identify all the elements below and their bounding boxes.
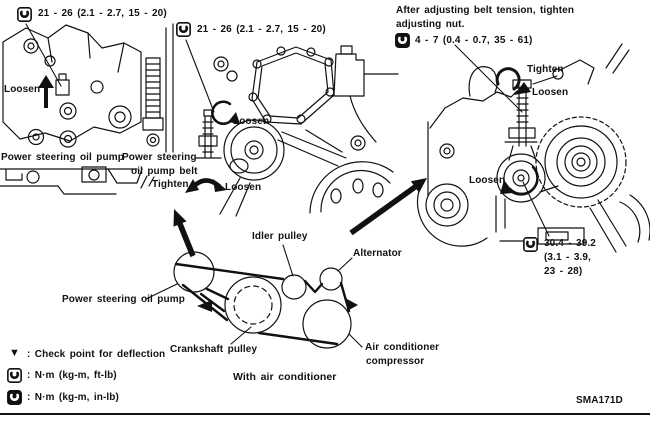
figure-code: SMA171D	[576, 395, 623, 406]
pump-belt-label-line1: Power steering	[122, 152, 197, 163]
middle-loosen-arrow	[211, 100, 235, 125]
left-loosen-arrow	[38, 75, 54, 108]
torque-wrench-ftlb-icon	[17, 7, 32, 22]
middle-view-art	[185, 39, 399, 217]
left-view-art	[0, 23, 174, 195]
idler-loosen-arrow	[508, 165, 539, 196]
ac-compressor-label-line1: Air conditioner	[365, 342, 440, 353]
adjust-note-line2: adjusting nut.	[396, 19, 465, 30]
alternator-pulley	[535, 116, 627, 208]
ac-compressor-label-line2: compressor	[366, 356, 425, 367]
middle-loosen-label: Loosen	[233, 116, 270, 127]
torque-wrench-inlb-icon	[7, 390, 22, 405]
belt-lines	[174, 262, 351, 346]
torque-wrench-ftlb-icon	[523, 237, 538, 252]
pump-pulley	[223, 119, 285, 181]
right-view-art	[416, 43, 650, 253]
deflection-check-point-left	[197, 300, 212, 312]
legend-ftlb: : N·m (kg-m, ft-lb)	[27, 370, 117, 381]
crankshaft-pulley-label: Crankshaft pulley	[170, 344, 258, 355]
left-torque-spec: 21 - 26 (2.1 - 2.7, 15 - 20)	[38, 8, 167, 19]
belt-schematic-art	[145, 244, 363, 349]
idler-torque-spec-line3: 23 - 28)	[544, 266, 583, 277]
torque-wrench-ftlb-icon	[7, 368, 22, 383]
right-crank-pulley	[416, 183, 488, 247]
left-tighten-label: Tighten	[152, 179, 189, 190]
check-point-triangle-icon: ▼	[9, 347, 20, 359]
ac-label-leader	[348, 333, 363, 348]
alternator-circle	[319, 267, 343, 291]
power-steering-pump-circle	[173, 251, 215, 293]
right-tighten-label: Tighten	[527, 64, 564, 75]
left-loosen-label: Loosen	[4, 84, 41, 95]
crank-label-leader	[230, 326, 252, 345]
left-belt-loosen-label: Loosen	[225, 182, 262, 193]
reservoir	[333, 53, 365, 97]
legend-check-point: : Check point for deflection	[27, 349, 166, 360]
alternator-label-leader	[337, 257, 353, 272]
schematic-pump-label: Power steering oil pump	[62, 294, 185, 305]
deflection-check-point-right	[347, 299, 358, 311]
crankshaft-pulley-circle	[224, 276, 282, 334]
alternator-label: Alternator	[353, 248, 402, 259]
idler-torque-spec-line2: (3.1 - 3.9,	[544, 252, 591, 263]
legend-inlb: : N·m (kg-m, in-lb)	[27, 392, 119, 403]
power-steering-pump-label: Power steering oil pump	[1, 152, 124, 163]
middle-torque-leader	[185, 39, 215, 113]
arrow-to-right-view	[349, 178, 427, 236]
right-idler-torque-leader	[522, 181, 550, 237]
arrow-to-middle-view	[173, 209, 196, 258]
idler-label-leader	[282, 244, 294, 277]
adjust-note-line1: After adjusting belt tension, tighten	[396, 5, 575, 16]
left-adjusting-bolt	[55, 73, 70, 96]
torque-wrench-inlb-icon	[395, 33, 410, 48]
schematic-caption: With air conditioner	[233, 371, 337, 383]
left-torque-leader	[25, 23, 62, 87]
middle-torque-spec: 21 - 26 (2.1 - 2.7, 15 - 20)	[197, 24, 326, 35]
torque-wrench-ftlb-icon	[176, 22, 191, 37]
idler-pulley-label: Idler pulley	[252, 231, 308, 242]
middle-adjusting-rod	[194, 109, 222, 159]
pump-belt-label-line2: oil pump belt	[131, 166, 198, 177]
ac-compressor-circle	[302, 299, 352, 349]
pump-label-leader	[145, 283, 178, 300]
idler-loosen-label: Loosen	[469, 175, 506, 186]
idler-pulley-circle	[281, 274, 307, 300]
nut-torque-spec: 4 - 7 (0.4 - 0.7, 35 - 61)	[415, 35, 533, 46]
right-nut-torque-leader	[454, 44, 523, 113]
right-loosen-label: Loosen	[532, 87, 569, 98]
bottom-rule	[0, 413, 650, 415]
tighten-loosen-arrow	[495, 67, 521, 91]
idler-torque-spec-line1: 30.4 - 39.2	[544, 238, 596, 249]
